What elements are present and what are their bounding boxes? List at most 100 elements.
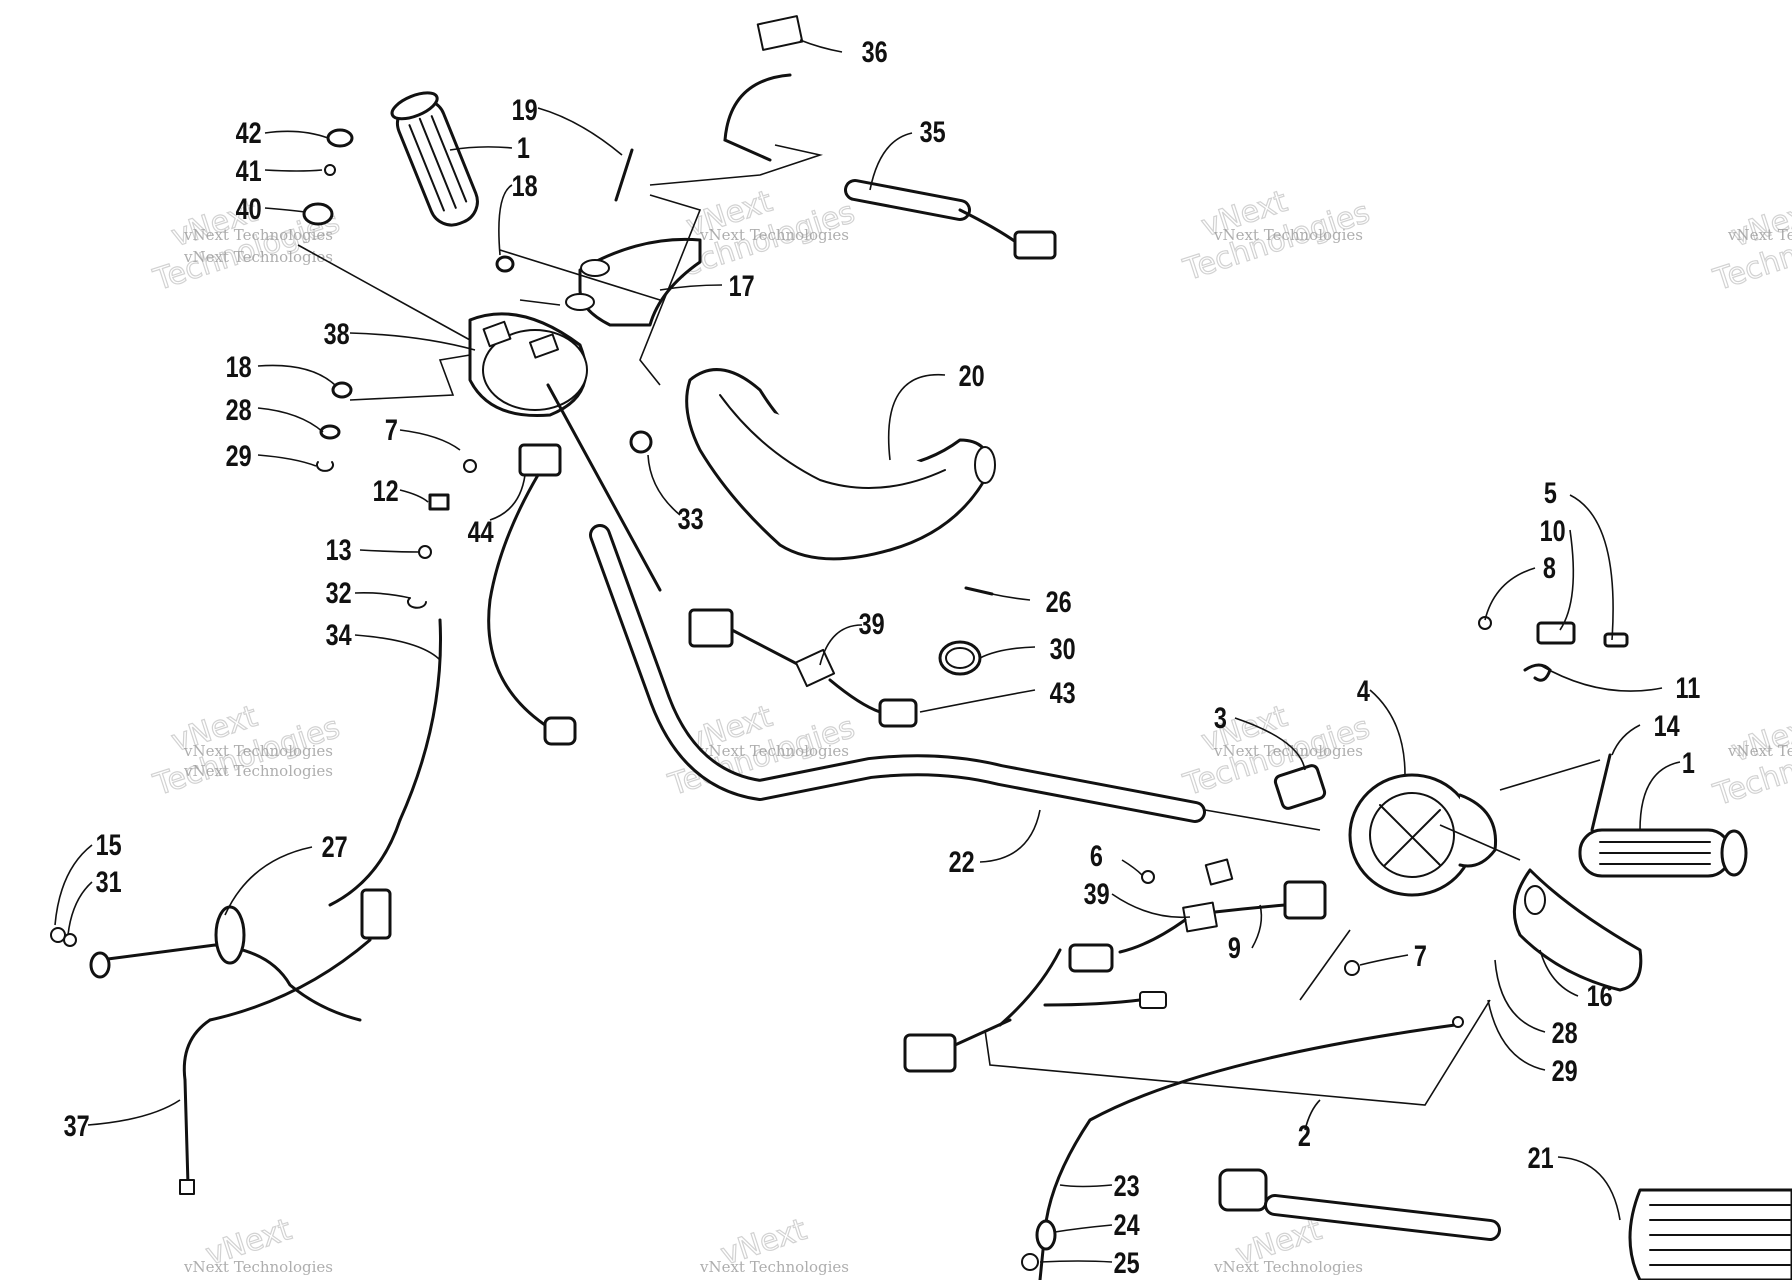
clip	[302, 202, 334, 226]
throttle-lever	[565, 237, 702, 327]
watermark-text: vNext Technologies	[1727, 742, 1792, 760]
pin	[614, 148, 634, 202]
watermark: vNext Technologies	[1178, 698, 1374, 803]
callout-1-left: 1	[517, 131, 530, 164]
heater-element	[1218, 1168, 1792, 1280]
callout-22: 22	[949, 845, 975, 878]
callout-43: 43	[1050, 676, 1076, 709]
callout-21: 21	[1528, 1141, 1554, 1174]
screw	[324, 164, 336, 176]
callout-36: 36	[862, 35, 888, 68]
left-switch	[487, 383, 662, 746]
callout-9: 9	[1228, 931, 1241, 964]
watermark-text: vNext Technologies	[699, 1258, 849, 1276]
watermark-text: vNext Technologies	[1727, 226, 1792, 244]
left-grip	[390, 91, 479, 227]
watermark-text: vNext Technologies	[183, 248, 333, 266]
callout-29-left: 29	[226, 439, 252, 472]
callout-24: 24	[1114, 1208, 1140, 1241]
terminal-plate	[1204, 858, 1234, 886]
callout-3: 3	[1214, 701, 1227, 734]
watermark: vNext Technologies	[148, 698, 344, 803]
screw	[1603, 632, 1629, 648]
callout-40: 40	[236, 192, 262, 225]
parts-layer	[50, 15, 1792, 1280]
watermark-text: vNext Technologies	[183, 1258, 333, 1276]
callout-5: 5	[1544, 476, 1557, 509]
callout-26: 26	[1046, 585, 1072, 618]
cap	[326, 128, 354, 148]
watermark: vNext Technologies	[1178, 183, 1374, 288]
watermark-text: vNext Technologies	[699, 742, 849, 760]
callout-17: 17	[729, 269, 755, 302]
callout-33: 33	[678, 502, 704, 535]
screw	[418, 545, 432, 559]
callout-30: 30	[1050, 632, 1076, 665]
clip	[1523, 663, 1552, 682]
watermark-text: vNext Technologies	[183, 742, 333, 760]
callout-4: 4	[1357, 674, 1370, 707]
e-clip	[316, 461, 334, 472]
e-clip	[407, 597, 427, 609]
callout-27: 27	[322, 830, 348, 863]
lower-harness	[903, 948, 1167, 1073]
callout-14: 14	[1654, 709, 1680, 742]
handlebar-tube	[589, 524, 1206, 823]
watermark-text: vNext Technologies	[1213, 226, 1363, 244]
washer	[319, 424, 341, 440]
assembly-lines	[297, 144, 1601, 1106]
callout-6: 6	[1090, 839, 1103, 872]
hand-guard	[685, 368, 996, 561]
callout-16: 16	[1587, 979, 1613, 1012]
callout-18-top: 18	[512, 169, 538, 202]
callout-7-left: 7	[385, 413, 398, 446]
clamp	[938, 640, 982, 676]
callout-32: 32	[326, 576, 352, 609]
left-connector	[688, 608, 918, 728]
watermark-text: vNext Technologies	[1213, 1258, 1363, 1276]
callout-19: 19	[512, 93, 538, 126]
callout-28-right: 28	[1552, 1016, 1578, 1049]
callout-39-right: 39	[1084, 877, 1110, 910]
right-connector	[1068, 880, 1327, 973]
callout-7-right: 7	[1414, 939, 1427, 972]
callout-11: 11	[1675, 671, 1700, 704]
pin	[1590, 753, 1612, 832]
throttle-cable-right	[1021, 1016, 1464, 1280]
grommet	[629, 430, 653, 454]
watermark-text: vNext Technologies	[183, 762, 333, 780]
callout-37: 37	[64, 1109, 90, 1142]
bracket	[1536, 621, 1576, 645]
callout-2: 2	[1298, 1119, 1311, 1152]
watermark-group: vNext Technologies vNext Technologies vN…	[148, 183, 1792, 1276]
callout-8: 8	[1543, 551, 1556, 584]
screw	[1344, 960, 1360, 976]
right-grip	[1578, 828, 1748, 878]
callout-labels: 36 35 42 41 40 1 19 18 17 38 18 28 29 7 …	[64, 35, 1701, 1279]
callout-35: 35	[920, 115, 946, 148]
throttle-lever-right	[1512, 868, 1643, 992]
watermark-text: vNext Technologies	[699, 226, 849, 244]
watermark-text: vNext Technologies	[183, 226, 333, 244]
right-switch-housing	[1348, 773, 1498, 897]
callout-34: 34	[326, 618, 352, 651]
callout-29-right: 29	[1552, 1054, 1578, 1087]
bushing	[495, 255, 515, 273]
callout-1-right: 1	[1682, 746, 1695, 779]
callout-15: 15	[96, 828, 122, 861]
watermark-text: vNext Technologies	[1213, 742, 1363, 760]
screw	[964, 586, 994, 596]
leader-lines	[54, 39, 1681, 1263]
left-switch-housing	[468, 312, 588, 418]
callout-41: 41	[236, 154, 262, 187]
callout-12: 12	[373, 474, 399, 507]
callout-18-left: 18	[226, 350, 252, 383]
callout-13: 13	[326, 533, 352, 566]
callout-31: 31	[96, 865, 122, 898]
callout-38: 38	[324, 317, 350, 350]
upper-harness	[723, 15, 1057, 260]
callout-10: 10	[1540, 514, 1566, 547]
kill-switch	[1273, 764, 1327, 810]
screw	[463, 459, 477, 473]
